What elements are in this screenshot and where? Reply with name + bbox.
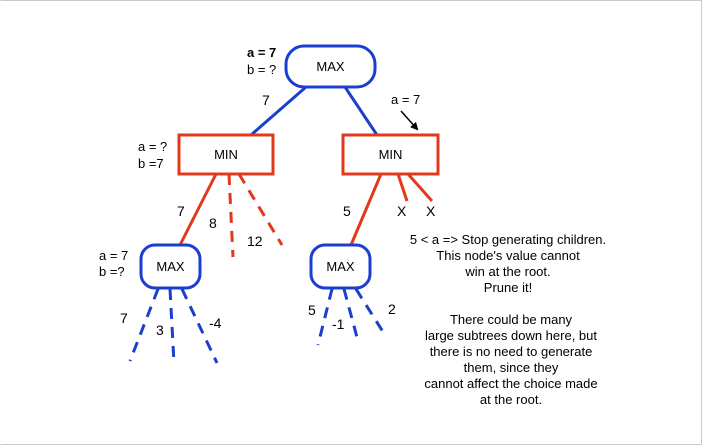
max-left-alpha: a = 7 [99, 248, 128, 263]
edge-min-left-dashed-8 [227, 173, 235, 258]
min-left-beta: b =7 [138, 156, 164, 171]
edge-value-max-right-1: -1 [332, 316, 345, 332]
edge-min-right-pruned-1 [396, 173, 409, 202]
edge-value-max-left-0: 7 [120, 310, 128, 326]
edge-value-min-left-0: 7 [177, 203, 185, 219]
edge-value-min-right-2: X [426, 203, 436, 219]
edge-max-left-child-3 [168, 288, 176, 364]
subtrees-note-line: there is no need to generate [429, 344, 593, 359]
max-right-label: MAX [326, 259, 355, 274]
edge-min-right-pruned-2 [406, 173, 434, 202]
max-left-node [139, 243, 202, 290]
prune-note-line: This node's value cannot [436, 248, 580, 263]
edge-value-max-right-2: 2 [388, 301, 396, 317]
edge-max-right-child-1 [342, 288, 360, 342]
subtrees-note-line: large subtrees down here, but [425, 328, 597, 343]
subtrees-note-line: There could be many [449, 312, 573, 327]
min-left-label: MIN [214, 147, 238, 162]
subtrees-note-line: cannot affect the choice made [424, 376, 598, 391]
edge-value-min-right-1: X [397, 203, 407, 219]
max-left-beta: b =? [99, 264, 125, 279]
edge-value-min-right-0: 5 [343, 203, 351, 219]
root-max-label: MAX [316, 59, 345, 74]
root-alpha: a = 7 [247, 45, 276, 60]
edge-value-max-left-2: -4 [209, 315, 222, 331]
subtrees-note: There could be many large subtrees down … [401, 312, 621, 408]
prune-note-line: Prune it! [483, 280, 533, 295]
max-right-node [309, 243, 372, 290]
edge-value-root-left: 7 [262, 92, 270, 108]
edge-max-right-child-2 [354, 288, 387, 336]
root-beta: b = ? [247, 62, 276, 77]
prune-note-line: win at the root. [465, 264, 551, 279]
edge-root-min-right [343, 86, 379, 136]
min-right-alpha-note: a = 7 [391, 92, 420, 107]
subtrees-note-line: at the root. [479, 392, 543, 407]
edge-root-min-left [250, 85, 307, 137]
prune-note-line: 5 < a => Stop generating children. [409, 232, 607, 247]
min-left-alpha: a = ? [138, 139, 167, 154]
root-max-node [284, 44, 377, 89]
edge-min-left-max-left [178, 173, 218, 246]
min-right-node [341, 133, 440, 176]
edge-min-right-max-right [349, 173, 383, 246]
max-left-label: MAX [156, 259, 185, 274]
edge-value-max-right-0: 5 [308, 302, 316, 318]
edge-max-right-child-5 [316, 288, 334, 346]
edge-value-max-left-1: 3 [156, 322, 164, 338]
edge-max-left-child-4 [180, 288, 219, 364]
edge-max-left-child-7 [128, 288, 160, 362]
min-right-label: MIN [379, 147, 403, 162]
edge-value-min-left-1: 8 [209, 215, 217, 231]
min-left-node [177, 133, 275, 176]
edge-min-left-dashed-12 [237, 173, 284, 246]
prune-note: 5 < a => Stop generating children. This … [393, 232, 623, 296]
alpha-note-arrow [400, 110, 419, 131]
subtrees-note-line: them, since they [463, 360, 559, 375]
edge-value-min-left-2: 12 [247, 233, 263, 249]
